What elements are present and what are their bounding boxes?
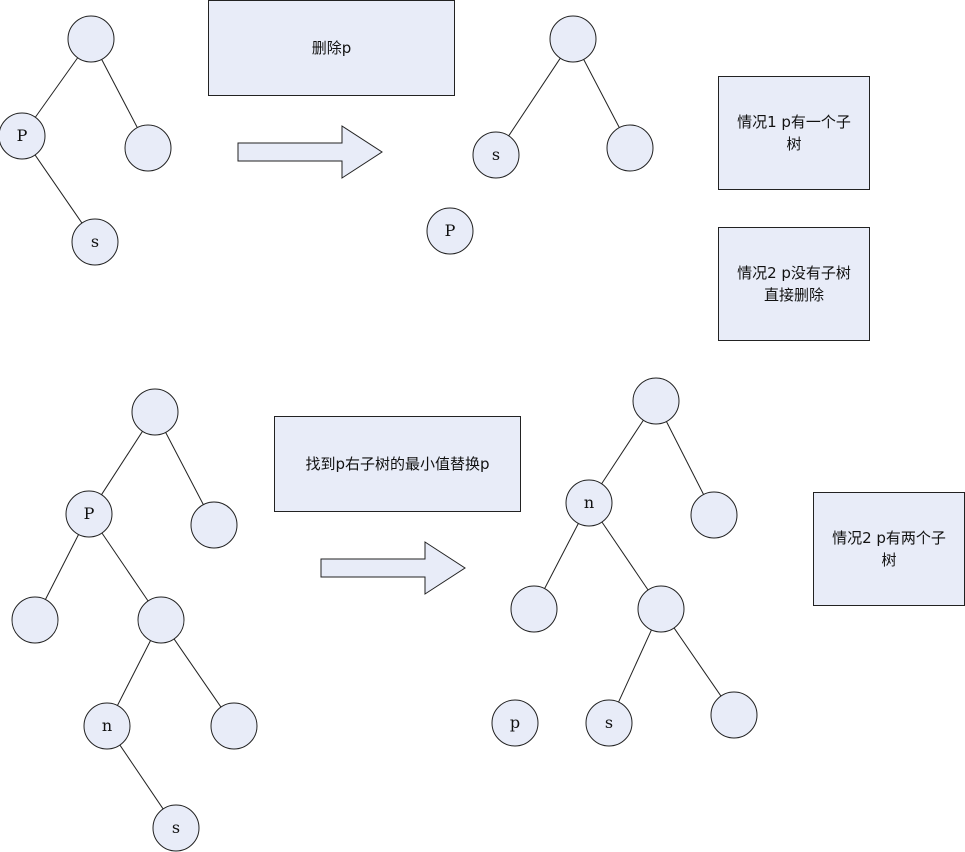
tree-node (637, 585, 685, 633)
node-circle (0, 112, 46, 160)
tree-node (67, 15, 115, 63)
tree-edge (618, 629, 652, 703)
tree-node-p: p (491, 699, 539, 747)
tree-node (190, 501, 238, 549)
tree-edge (34, 154, 83, 224)
node-circle (71, 218, 119, 266)
node-circle (11, 596, 59, 644)
tree-node (710, 691, 758, 739)
tree-edge (583, 59, 620, 128)
node-circle (690, 491, 738, 539)
node-circle (710, 691, 758, 739)
tree-node (210, 702, 258, 750)
node-circle (637, 585, 685, 633)
tree-node (549, 15, 597, 63)
tree-node-n: n (83, 702, 131, 750)
tree-edge (673, 627, 722, 697)
case2-two-children-box: 情况2 p有两个子 树 (813, 492, 965, 606)
node-circle (606, 124, 654, 172)
node-circle (632, 377, 680, 425)
tree-edge (116, 640, 152, 706)
tree-node-n: n (565, 479, 613, 527)
node-circle (472, 131, 520, 179)
tree-edge (101, 431, 143, 495)
node-circle (510, 585, 558, 633)
tree-edge (119, 744, 164, 810)
node-label: n (102, 716, 112, 735)
right-arrow-top (237, 125, 383, 179)
tree-edge (34, 57, 79, 118)
node-label: p (510, 713, 520, 732)
node-label: P (84, 504, 95, 523)
tree-edge (101, 59, 138, 128)
node-circle (152, 804, 200, 852)
tree-node-s: s (472, 131, 520, 179)
tree-node-s: s (585, 699, 633, 747)
tree-edge (665, 421, 705, 495)
node-circle (190, 501, 238, 549)
node-label: s (605, 713, 613, 732)
node-label: n (584, 493, 594, 512)
tree-node (510, 585, 558, 633)
tree-node (632, 377, 680, 425)
node-label: s (172, 818, 180, 837)
tree-node (131, 388, 179, 436)
tree-edge (165, 432, 204, 505)
node-circle (585, 699, 633, 747)
node-circle (426, 207, 474, 255)
tree-edge (101, 532, 149, 602)
tree-node-p: P (65, 490, 113, 538)
delete-p-box: 删除p (208, 0, 455, 96)
tree-node-s: s (152, 804, 200, 852)
tree-node (11, 596, 59, 644)
case1-box: 情况1 p有一个子 树 (718, 76, 870, 190)
node-circle (210, 702, 258, 750)
node-circle (124, 124, 172, 172)
node-circle (83, 702, 131, 750)
tree-node (137, 596, 185, 644)
node-circle (491, 699, 539, 747)
node-circle (565, 479, 613, 527)
tree-node (606, 124, 654, 172)
tree-node-p: P (0, 112, 46, 160)
right-arrow-bottom (320, 541, 466, 595)
node-label: s (492, 145, 500, 164)
replace-min-box: 找到p右子树的最小值替换p (274, 416, 521, 512)
tree-edge (508, 57, 561, 137)
node-label: P (445, 221, 456, 240)
tree-edge (173, 638, 222, 708)
tree-edge (601, 419, 644, 485)
tree-edge (544, 523, 579, 589)
node-label: P (17, 126, 28, 145)
node-circle (131, 388, 179, 436)
tree-node-p: P (426, 207, 474, 255)
node-circle (137, 596, 185, 644)
tree-node (690, 491, 738, 539)
tree-edge (44, 534, 80, 600)
node-label: s (91, 232, 99, 251)
node-circle (65, 490, 113, 538)
tree-node (124, 124, 172, 172)
node-circle (549, 15, 597, 63)
node-circle (67, 15, 115, 63)
tree-edge (601, 521, 649, 591)
case2-no-child-box: 情况2 p没有子树 直接删除 (718, 227, 870, 341)
tree-node-s: s (71, 218, 119, 266)
